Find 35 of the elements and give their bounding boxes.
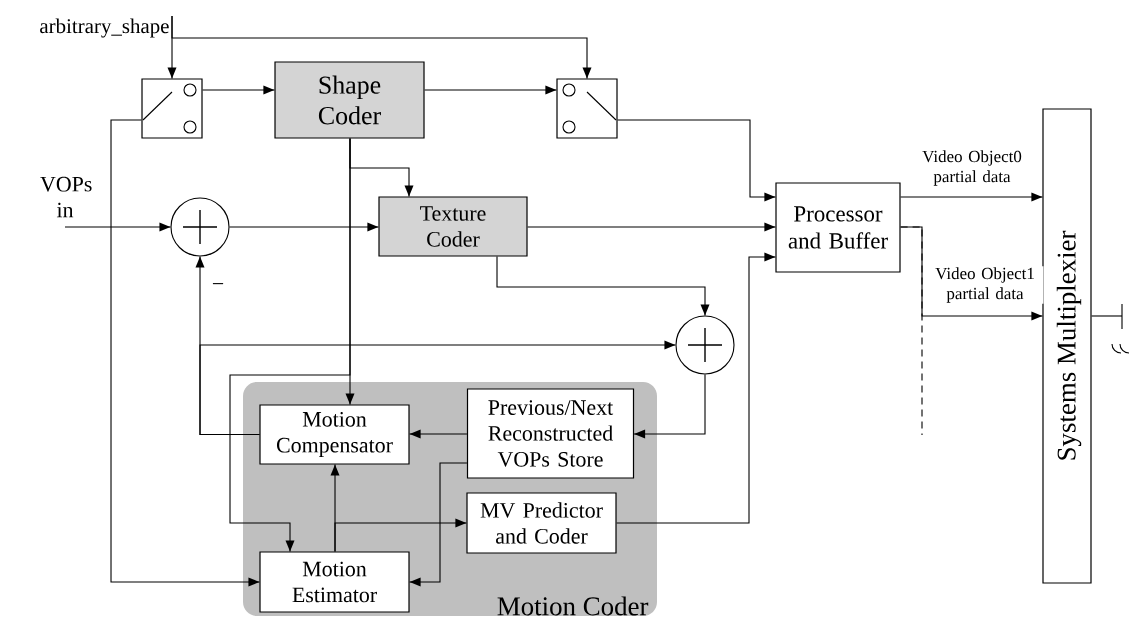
output-line <box>1091 315 1123 317</box>
process-box: Motion Compensator <box>259 404 410 465</box>
arrow <box>900 192 1043 202</box>
process-box: MV Predictor and Coder <box>466 492 617 554</box>
arrow <box>64 222 171 232</box>
summing-junction <box>170 197 230 257</box>
arrow <box>616 252 776 524</box>
edge-label: Video Object1 partial data <box>926 266 1044 304</box>
arrow <box>424 85 557 95</box>
input-label: VOPs in <box>40 176 92 218</box>
switch-symbol <box>556 78 618 139</box>
switch-symbol <box>141 78 203 139</box>
arrow <box>409 429 468 439</box>
process-box: Motion Estimator <box>259 551 410 613</box>
edge-label: − <box>210 282 226 292</box>
arrow <box>199 340 676 436</box>
input-label: arbitrary_shape <box>40 18 169 38</box>
edge-label: Video Object0 partial data <box>908 149 1036 187</box>
process-box: Previous/Next Reconstructed VOPs Store <box>466 388 635 479</box>
process-box: Texture Coder <box>378 196 528 257</box>
arrow <box>229 138 351 552</box>
arrow <box>496 256 710 316</box>
arrow <box>229 222 379 232</box>
process-box: Shape Coder <box>274 61 425 139</box>
arrow <box>110 119 260 587</box>
arrow <box>409 462 468 587</box>
arrow <box>202 85 275 95</box>
dashed-line <box>900 226 923 436</box>
arrow <box>527 222 776 232</box>
arrow <box>334 518 467 552</box>
arrow <box>617 119 776 202</box>
arrow <box>633 374 706 439</box>
process-box: Processor and Buffer <box>775 182 901 273</box>
summing-junction <box>675 315 735 375</box>
arrow <box>171 15 592 79</box>
